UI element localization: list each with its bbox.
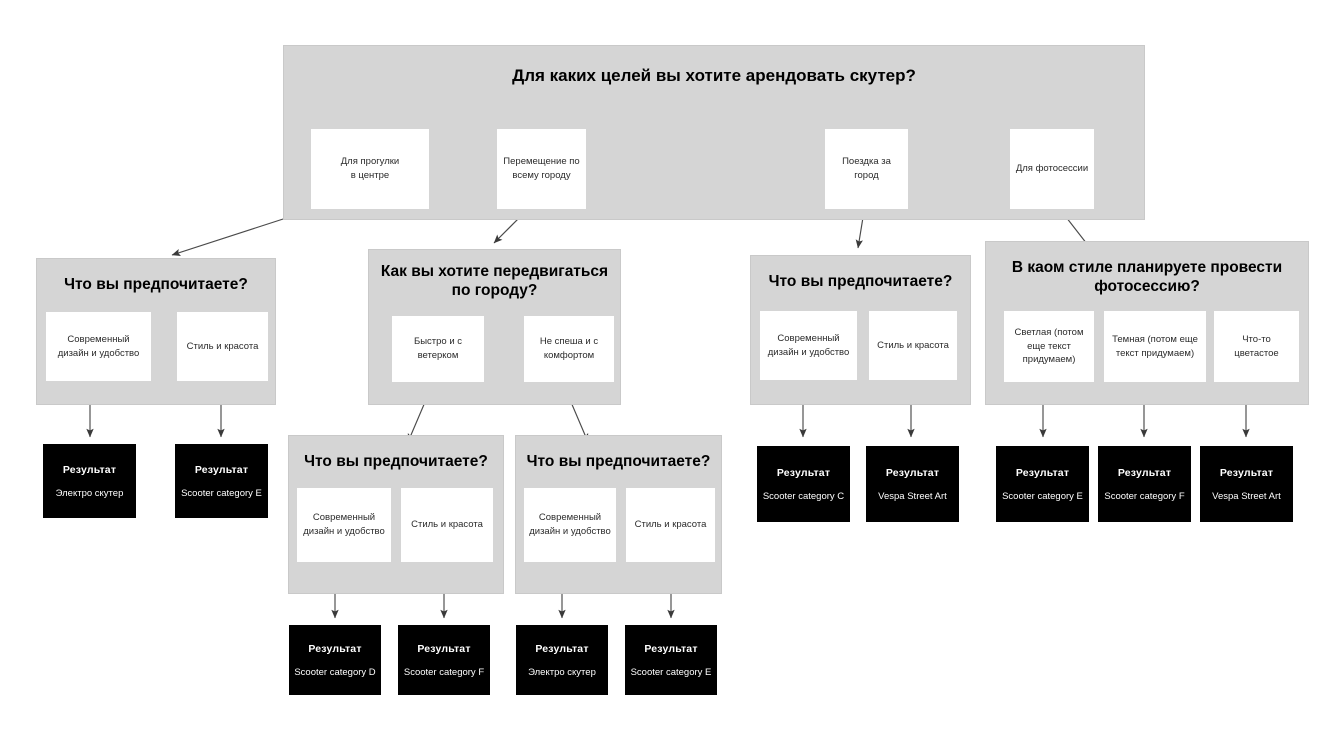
result-node-scooter-e-slow[interactable]: Результат Scooter category E — [625, 625, 717, 695]
result-node-scooter-f-photo[interactable]: Результат Scooter category F — [1098, 446, 1191, 522]
panel-photo-style[interactable]: В каом стиле планируете провести фотосес… — [985, 241, 1309, 405]
result-value: Scooter category C — [762, 490, 845, 502]
result-value: Scooter category F — [403, 666, 485, 678]
panel-city-move-title: Как вы хотите передвигаться по городу? — [380, 263, 609, 299]
result-node-vespa-photo[interactable]: Результат Vespa Street Art — [1200, 446, 1293, 522]
result-node-scooter-e-photo[interactable]: Результат Scooter category E — [996, 446, 1089, 522]
result-value: Vespa Street Art — [878, 490, 947, 502]
result-title: Результат — [62, 463, 117, 476]
result-title: Результат — [1117, 466, 1172, 479]
result-node-scooter-c[interactable]: Результат Scooter category C — [757, 446, 850, 522]
panel-city-move[interactable]: Как вы хотите передвигаться по городу? Б… — [368, 249, 621, 405]
result-title: Результат — [644, 642, 698, 655]
result-title: Результат — [308, 642, 362, 655]
result-node-scooter-e-walk[interactable]: Результат Scooter category E — [175, 444, 268, 518]
result-node-electro-scooter-walk[interactable]: Результат Электро скутер — [43, 444, 136, 518]
option-walk-style-beauty[interactable]: Стиль и красота — [177, 312, 268, 381]
option-slow-style-beauty[interactable]: Стиль и красота — [626, 488, 715, 562]
result-value: Электро скутер — [55, 487, 124, 499]
result-node-scooter-f-fast[interactable]: Результат Scooter category F — [398, 625, 490, 695]
result-value: Scooter category E — [181, 487, 262, 499]
panel-fast-prefer-title: Что вы предпочитаете? — [304, 453, 488, 470]
result-title: Результат — [885, 466, 940, 479]
result-title: Результат — [1015, 466, 1070, 479]
result-value: Vespa Street Art — [1212, 490, 1281, 502]
result-value: Scooter category E — [630, 666, 712, 678]
result-value: Электро скутер — [528, 666, 596, 678]
option-root-photoshoot[interactable]: Для фотосессии — [1010, 129, 1094, 209]
panel-walk-prefer-title: Что вы предпочитаете? — [64, 276, 248, 293]
option-photo-colorful[interactable]: Что-то цветастое — [1214, 311, 1299, 382]
panel-root-question[interactable]: Для каких целей вы хотите арендовать ску… — [283, 45, 1145, 220]
result-title: Результат — [417, 642, 471, 655]
result-title: Результат — [535, 642, 589, 655]
option-country-style-beauty[interactable]: Стиль и красота — [869, 311, 957, 380]
result-node-electro-scooter-slow[interactable]: Результат Электро скутер — [516, 625, 608, 695]
result-value: Scooter category D — [294, 666, 376, 678]
panel-country-prefer-title: Что вы предпочитаете? — [768, 273, 953, 290]
result-node-vespa-country[interactable]: Результат Vespa Street Art — [866, 446, 959, 522]
result-title: Результат — [1219, 466, 1274, 479]
result-title: Результат — [776, 466, 831, 479]
result-value: Scooter category F — [1104, 490, 1185, 502]
result-node-scooter-d[interactable]: Результат Scooter category D — [289, 625, 381, 695]
result-title: Результат — [194, 463, 249, 476]
panel-photo-style-title: В каом стиле планируете провести фотосес… — [1011, 259, 1283, 295]
option-root-countryside[interactable]: Поездка за город — [825, 129, 908, 209]
panel-root-title: Для каких целей вы хотите арендовать ску… — [512, 66, 916, 85]
panel-slow-prefer-title: Что вы предпочитаете? — [526, 453, 711, 470]
option-fast-style-beauty[interactable]: Стиль и красота — [401, 488, 493, 562]
result-value: Scooter category E — [1002, 490, 1083, 502]
